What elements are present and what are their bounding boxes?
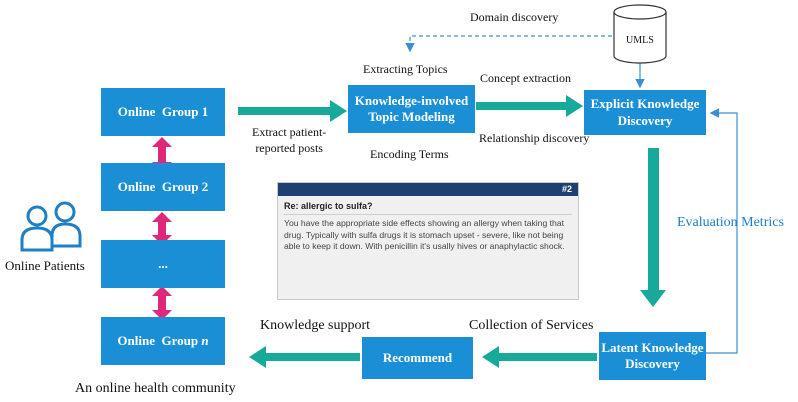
online-group-1-box: Online Group 1	[101, 88, 225, 136]
recommend-box: Recommend	[362, 337, 473, 379]
online-group-ellipsis-label: ...	[158, 255, 168, 271]
dashed-umls-to-topic	[405, 35, 612, 53]
online-group-n-prefix: Online Group	[117, 332, 202, 348]
umls-label: UMLS	[626, 35, 654, 46]
collection-services-label: Collection of Services	[469, 318, 594, 333]
recommend-label: Recommend	[382, 349, 453, 365]
domain-discovery-label: Domain discovery	[470, 10, 559, 24]
online-group-ellipsis-box: ...	[101, 240, 225, 288]
relationship-discovery-label: Relationship discovery	[479, 131, 590, 145]
online-group-n-suffix: n	[201, 332, 209, 348]
online-patients-label: Online Patients	[5, 258, 85, 273]
online-group-2-box: Online Group 2	[101, 163, 225, 211]
evaluation-metrics-label: Evaluation Metrics	[677, 215, 784, 230]
community-caption: An online health community	[75, 381, 236, 396]
pink-arrow-2-3	[152, 212, 172, 245]
extract-posts-label: Extract patient- reported posts	[252, 125, 327, 155]
arrow-group-to-topic	[238, 100, 347, 122]
arrow-topic-to-explicit	[476, 95, 583, 117]
explicit-knowledge-box: Explicit Knowledge Discovery	[584, 90, 706, 135]
post-body: You have the appropriate side effects sh…	[284, 218, 565, 252]
topic-modeling-box: Knowledge-involved Topic Modeling	[348, 85, 475, 133]
post-number: #2	[561, 184, 572, 194]
topic-modeling-label: Knowledge-involved Topic Modeling	[354, 92, 469, 124]
encoding-terms-label: Encoding Terms	[370, 147, 449, 161]
post-title: Re: allergic to sulfa?	[284, 201, 373, 211]
explicit-knowledge-label: Explicit Knowledge Discovery	[590, 96, 700, 128]
online-group-n-box: Online Group n	[101, 317, 225, 365]
concept-extraction-label: Concept extraction	[480, 71, 571, 85]
online-group-2-label: Online Group 2	[117, 178, 209, 194]
knowledge-support-label: Knowledge support	[260, 318, 371, 333]
pink-arrow-3-n	[152, 286, 172, 320]
latent-knowledge-box: Latent Knowledge Discovery	[599, 332, 706, 380]
latent-knowledge-label: Latent Knowledge Discovery	[601, 339, 704, 371]
arrow-explicit-to-latent	[640, 148, 666, 307]
extracting-topics-label: Extracting Topics	[363, 62, 448, 76]
post-header: #2	[278, 183, 578, 196]
online-patients-icon	[20, 201, 82, 252]
arrow-recommend-to-group	[249, 346, 360, 368]
line-evaluation-feedback	[682, 108, 738, 354]
post-divider	[284, 214, 572, 215]
online-group-1-label: Online Group 1	[117, 103, 209, 119]
patient-post-card: #2 Re: allergic to sulfa? You have the a…	[277, 182, 579, 300]
online-group-n-label: Online Group n	[117, 333, 208, 349]
arrow-latent-to-recommend	[482, 346, 597, 368]
umls-database-icon	[613, 4, 667, 64]
